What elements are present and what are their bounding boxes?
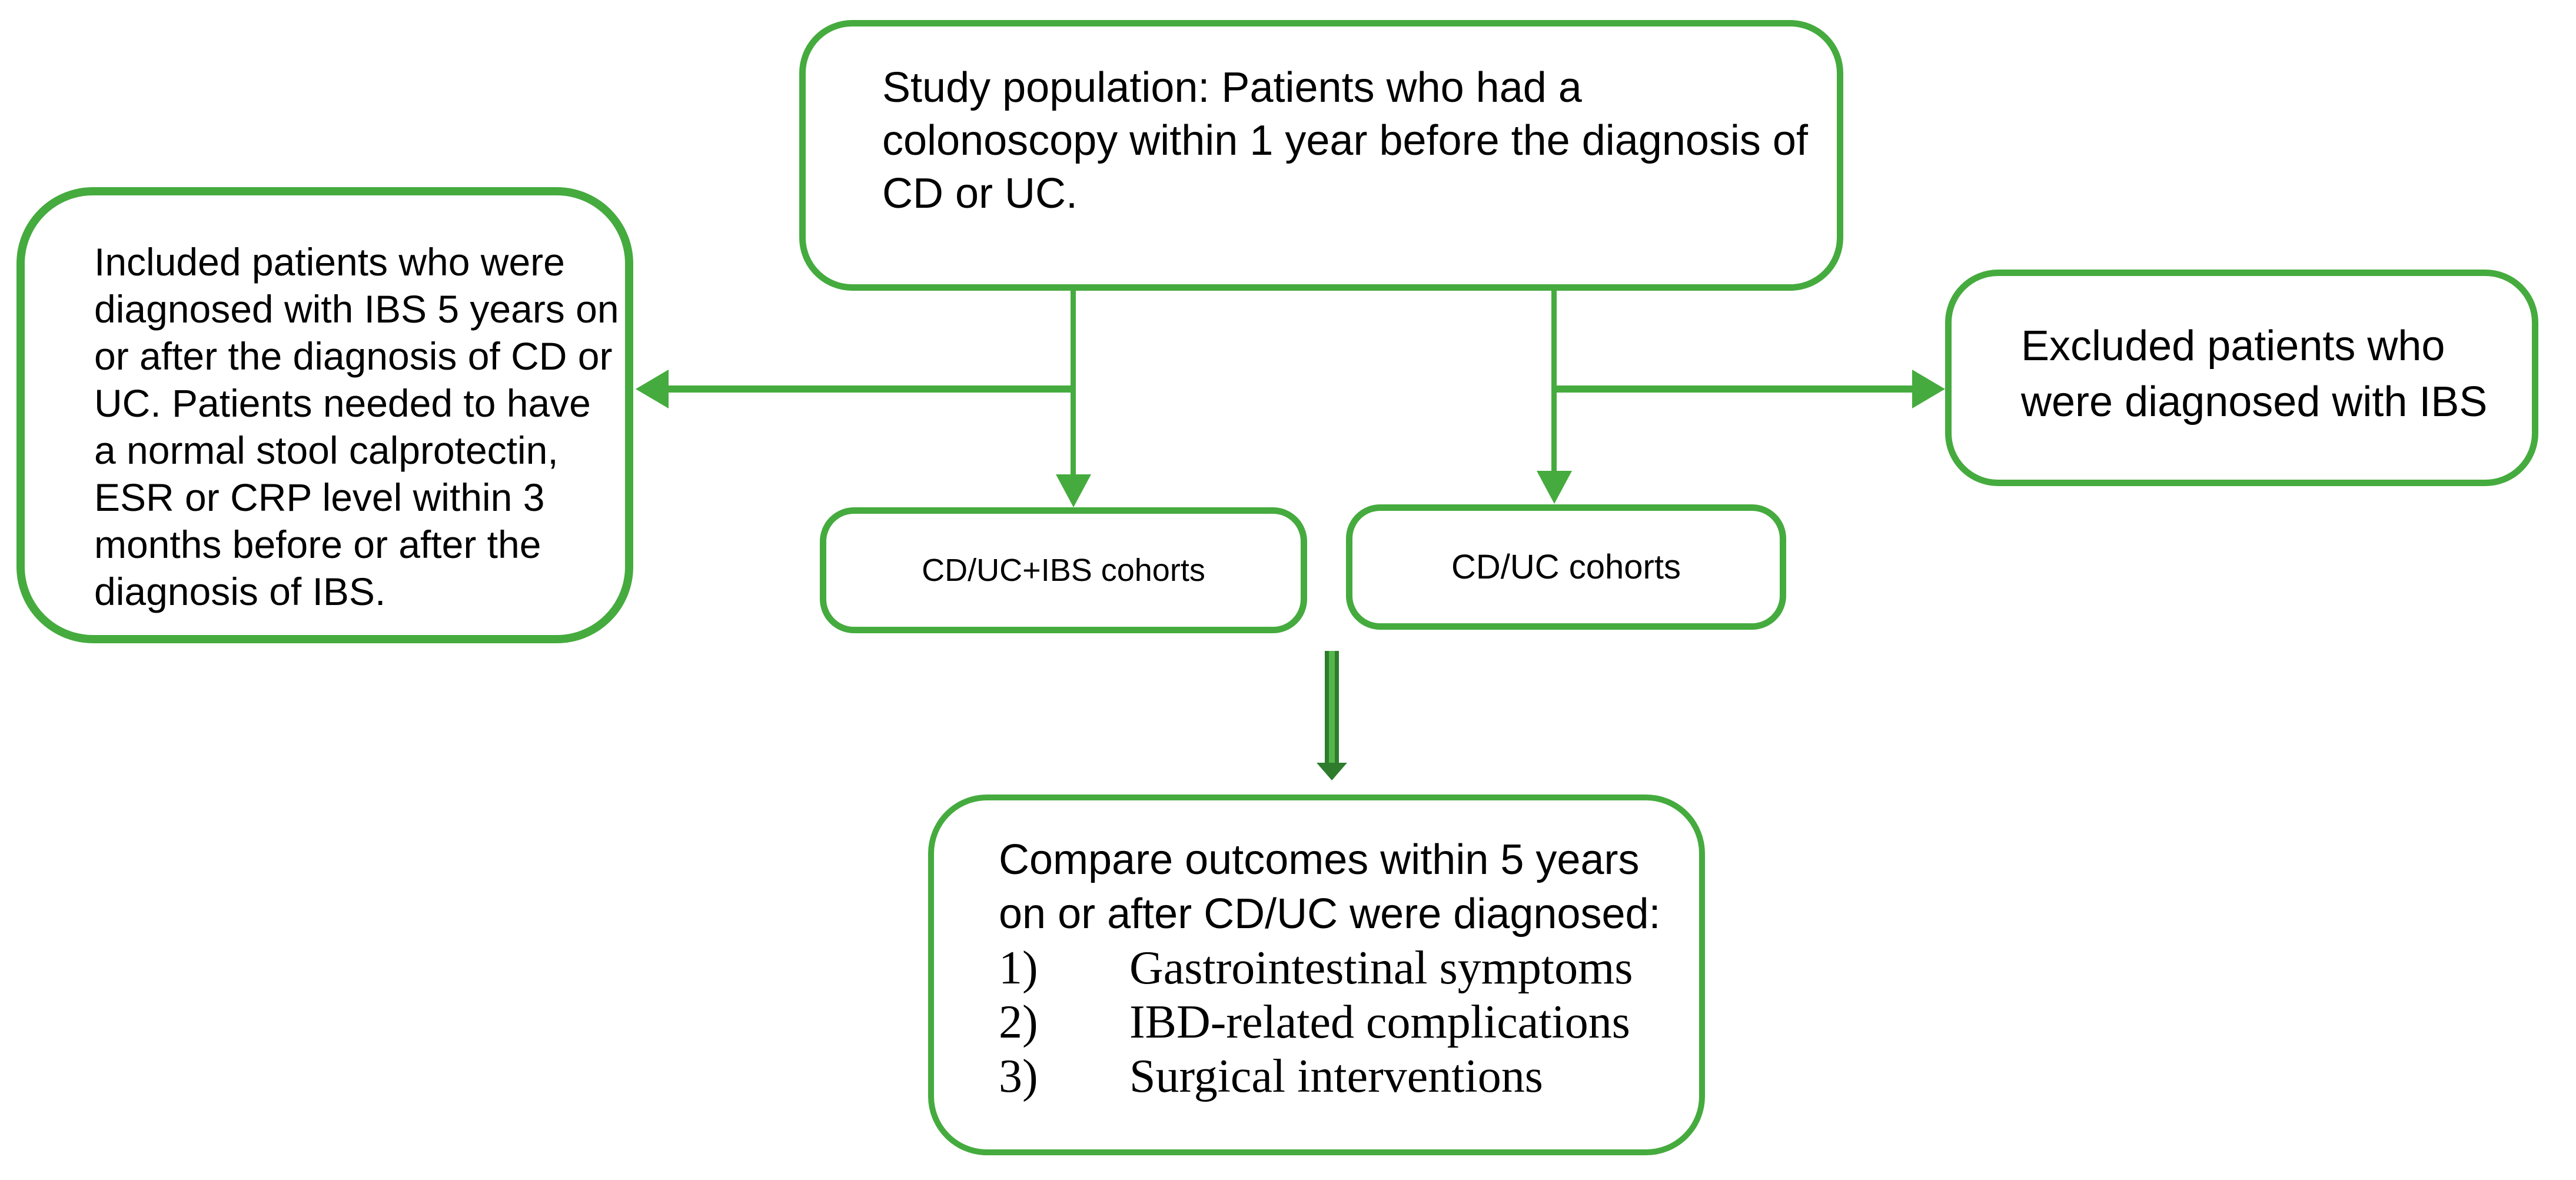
inclusion-line: Included patients who were — [94, 240, 565, 284]
outcomes-intro-line: Compare outcomes within 5 years — [999, 836, 1640, 883]
connector-study-to-cduc-cohort-line — [1551, 291, 1557, 472]
cduc-cohort-label: CD/UC cohorts — [1451, 548, 1681, 586]
connector-to-exclusion-line — [1554, 385, 1914, 393]
inclusion-line: diagnosed with IBS 5 years on — [94, 287, 619, 331]
connector-to-inclusion-line — [666, 385, 1075, 393]
outcomes-list-item: 1) Gastrointestinal symptoms — [999, 941, 1699, 995]
thick-down-arrow-shaft — [1325, 651, 1339, 764]
study-population-box: Study population: Patients who had a col… — [799, 20, 1843, 291]
exclusion-line: Excluded patients who — [2021, 323, 2445, 370]
outcomes-item-number: 3) — [999, 1051, 1038, 1102]
right-arrowhead-icon — [1912, 370, 1945, 408]
down-arrowhead-icon — [1056, 474, 1091, 507]
exclusion-criteria-box: Excluded patients who were diagnosed wit… — [1945, 270, 2538, 486]
thick-down-arrowhead-icon — [1317, 763, 1347, 780]
connector-study-to-ibs-cohort-line — [1071, 291, 1076, 476]
inclusion-line: months before or after the — [94, 523, 541, 566]
outcomes-list-item: 3) Surgical interventions — [999, 1049, 1699, 1103]
left-arrowhead-icon — [636, 370, 669, 408]
inclusion-criteria-box: Included patients who were diagnosed wit… — [16, 187, 633, 643]
outcomes-item-number: 2) — [999, 996, 1038, 1048]
outcomes-item-number: 1) — [999, 942, 1038, 994]
outcomes-item-text: IBD-related complications — [1129, 996, 1630, 1048]
study-population-line: colonoscopy within 1 year before the dia… — [882, 117, 1808, 164]
inclusion-line: ESR or CRP level within 3 — [94, 476, 545, 519]
inclusion-line: diagnosis of IBS. — [94, 570, 386, 613]
cduc-cohort-box: CD/UC cohorts — [1346, 504, 1786, 630]
outcomes-list-item: 2) IBD-related complications — [999, 995, 1699, 1049]
outcomes-intro-line: on or after CD/UC were diagnosed: — [999, 890, 1661, 938]
study-population-line: CD or UC. — [882, 170, 1078, 217]
cduc-ibs-cohort-label: CD/UC+IBS cohorts — [922, 553, 1205, 588]
inclusion-line: a normal stool calprotectin, — [94, 428, 559, 472]
inclusion-line: UC. Patients needed to have — [94, 381, 591, 425]
outcomes-item-text: Surgical interventions — [1129, 1051, 1543, 1102]
exclusion-line: were diagnosed with IBS — [2021, 378, 2488, 426]
inclusion-line: or after the diagnosis of CD or — [94, 334, 613, 378]
outcomes-box: Compare outcomes within 5 years on or af… — [928, 795, 1705, 1155]
cduc-ibs-cohort-box: CD/UC+IBS cohorts — [820, 507, 1307, 633]
outcomes-item-text: Gastrointestinal symptoms — [1129, 942, 1633, 994]
down-arrowhead-icon — [1537, 471, 1572, 504]
study-population-line: Study population: Patients who had a — [882, 64, 1582, 111]
